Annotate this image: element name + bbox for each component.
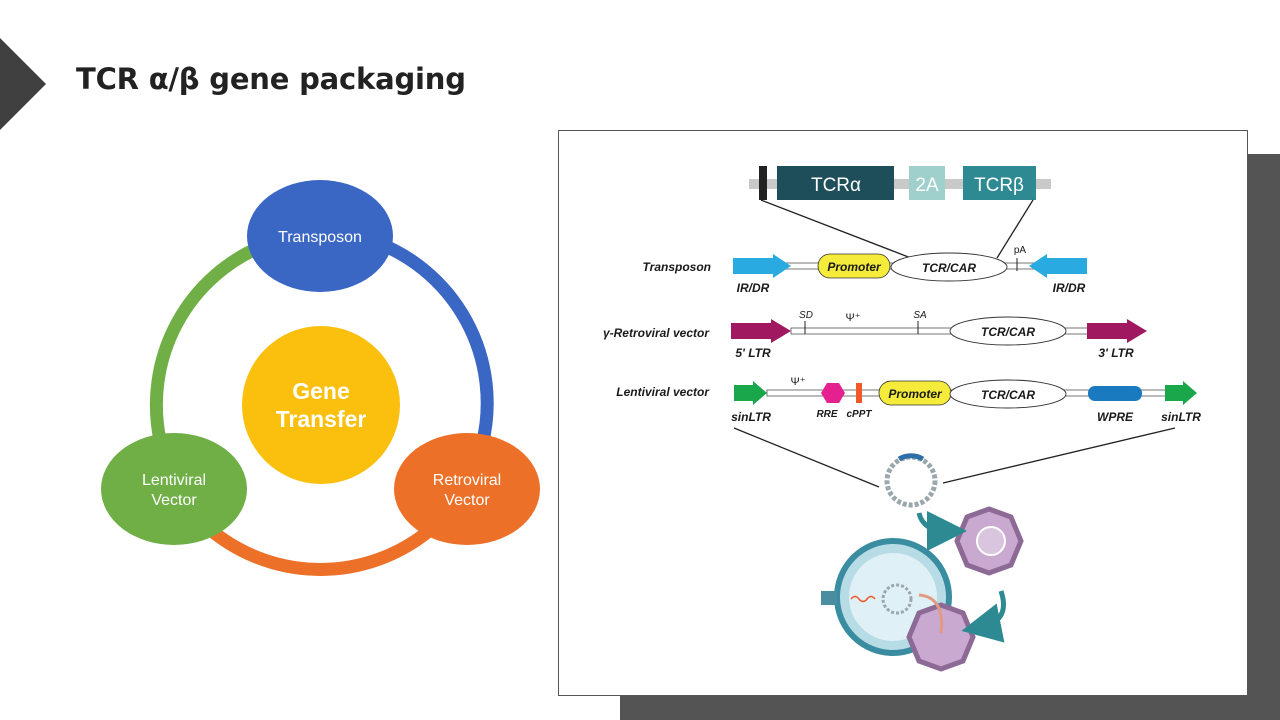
- transduction-arrow-2: [961, 590, 1006, 643]
- lentiviral-cargo-label: TCR/CAR: [981, 388, 1035, 402]
- plasmid-line-left: [733, 427, 880, 488]
- small-cell-top-nucleus: [976, 526, 1006, 556]
- lentiviral-row-name: Lentiviral vector: [616, 385, 710, 399]
- corner-triangle-decoration: [0, 38, 46, 130]
- sa-label: SA: [913, 310, 927, 321]
- zoom-line-left: [760, 199, 912, 259]
- transposon-row-name: Transposon: [643, 260, 711, 274]
- transposon-node: [247, 180, 393, 292]
- gene-transfer-cycle-diagram: Gene Transfer Transposon Retroviral Vect…: [101, 180, 540, 576]
- retroviral-node-label-line1: Retroviral: [433, 472, 501, 489]
- lentiviral-cargo: [949, 379, 1067, 409]
- vector-schematic-figure: TCRα 2A TCRβ Transposon IR/DR IR/DR Prom…: [603, 166, 1201, 672]
- retroviral-cargo: [949, 316, 1067, 346]
- slide-title: TCR α/β gene packaging: [76, 62, 466, 96]
- wpre-box: [1088, 386, 1142, 401]
- retroviral-vector-node: [394, 433, 540, 545]
- sinltr-right-arrow: [1165, 381, 1197, 405]
- rre-hexagon: [821, 383, 845, 403]
- arc-transposon-retroviral: [367, 233, 494, 447]
- transduction-arrow-1: [916, 510, 967, 551]
- ir-dr-right-arrow: [1029, 254, 1087, 278]
- pa-label: pA: [1014, 245, 1027, 256]
- arc-retroviral-lentiviral: [200, 520, 435, 576]
- ir-dr-left-label: IR/DR: [737, 281, 770, 295]
- arc-lentiviral-transposon: [149, 238, 268, 442]
- ir-dr-left-arrow: [733, 254, 791, 278]
- five-ltr-arrow: [731, 319, 791, 343]
- plasmid-circle-icon: [884, 454, 938, 508]
- tcr-beta-box: [963, 166, 1036, 200]
- tcr-beta-label: TCRβ: [974, 175, 1024, 196]
- lentiviral-psi-label: Ψ⁺: [791, 376, 806, 388]
- two-a-box: [909, 166, 945, 200]
- lentiviral-node-label-line2: Vector: [151, 492, 197, 509]
- large-cell-plasmid: [881, 583, 913, 615]
- retroviral-psi-label: Ψ⁺: [846, 312, 861, 324]
- rre-label: RRE: [816, 409, 837, 420]
- transposon-cargo-label: TCR/CAR: [922, 261, 976, 275]
- integration-arrow: [918, 593, 944, 634]
- tcr-expression-wave: [850, 595, 876, 603]
- transposon-promoter: [817, 253, 891, 279]
- retroviral-cargo-label: TCR/CAR: [981, 325, 1035, 339]
- cppt-label: cPPT: [846, 409, 872, 420]
- lentiviral-vector-node: [101, 433, 247, 545]
- ir-dr-right-label: IR/DR: [1053, 281, 1086, 295]
- vector-figure-frame: TCRα 2A TCRβ Transposon IR/DR IR/DR Prom…: [558, 130, 1248, 696]
- sinltr-right-label: sinLTR: [1161, 410, 1201, 424]
- lentiviral-node-label-line1: Lentiviral: [142, 472, 206, 489]
- tcr-alpha-label: TCRα: [811, 175, 861, 196]
- transposon-promoter-label: Promoter: [827, 260, 882, 274]
- transposon-cargo: [890, 252, 1008, 282]
- center-gene-transfer-circle: [242, 326, 400, 484]
- wpre-label: WPRE: [1097, 410, 1134, 424]
- two-a-label: 2A: [915, 175, 939, 196]
- tcr-alpha-box: [777, 166, 894, 200]
- three-ltr-arrow: [1087, 319, 1147, 343]
- sd-label: SD: [799, 310, 813, 321]
- center-label-line1: Gene: [292, 378, 350, 404]
- transposon-node-label: Transposon: [278, 229, 362, 246]
- retroviral-row-name: γ-Retroviral vector: [603, 326, 710, 340]
- center-label-line2: Transfer: [276, 406, 367, 432]
- construct-start-marker: [759, 166, 767, 200]
- three-ltr-label: 3' LTR: [1098, 346, 1134, 360]
- lentiviral-promoter-label: Promoter: [888, 387, 943, 401]
- plasmid-insert: [897, 453, 925, 462]
- retroviral-node-label-line2: Vector: [444, 492, 490, 509]
- zoom-line-right: [996, 199, 1034, 259]
- plasmid-line-right: [942, 427, 1176, 484]
- surface-receptor-icon: [821, 591, 837, 605]
- cppt-marker: [856, 383, 862, 403]
- sinltr-left-label: sinLTR: [731, 410, 771, 424]
- construct-backbone: [749, 179, 1051, 189]
- five-ltr-label: 5' LTR: [735, 346, 771, 360]
- sinltr-left-arrow: [734, 381, 767, 405]
